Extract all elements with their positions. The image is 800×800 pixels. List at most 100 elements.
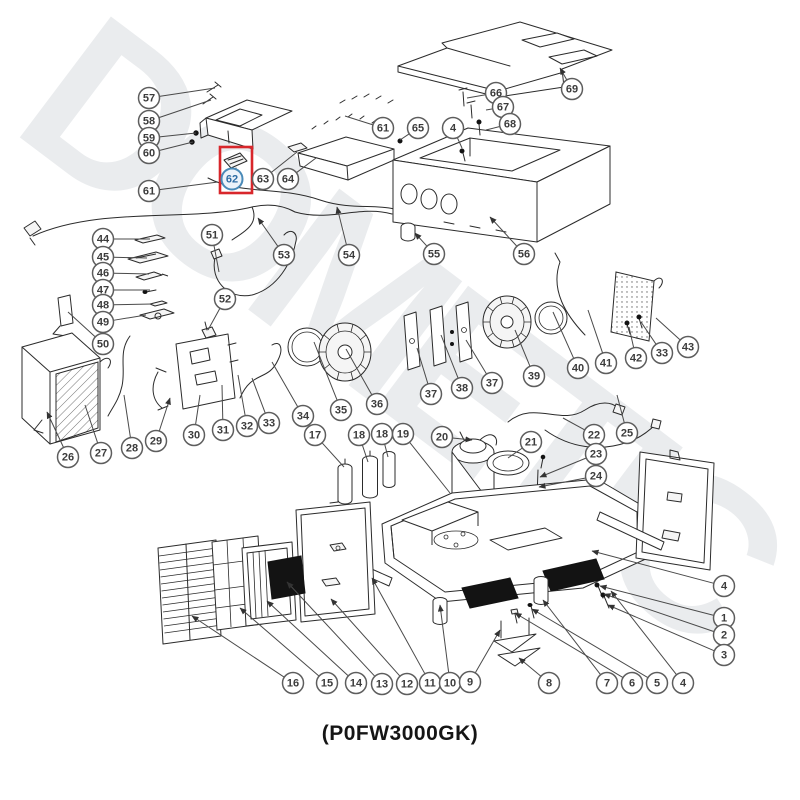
callout-22[interactable]: 22 [562, 417, 606, 447]
callout-4[interactable]: 4 [591, 549, 736, 598]
callout-bubble[interactable] [281, 671, 305, 695]
callout-bubble[interactable] [56, 445, 80, 469]
callout-4[interactable]: 4 [441, 116, 465, 149]
callout-bubble[interactable] [615, 421, 639, 445]
callout-37[interactable]: 37 [465, 339, 504, 395]
callout-bubble[interactable] [620, 671, 644, 695]
callout-31[interactable]: 31 [211, 384, 235, 442]
callout-50[interactable]: 50 [67, 311, 115, 356]
callout-bubble[interactable] [441, 116, 465, 140]
callout-27[interactable]: 27 [84, 404, 113, 465]
callout-45[interactable]: 45 [91, 245, 148, 269]
callout-48[interactable]: 48 [91, 293, 153, 317]
callout-bubble[interactable] [645, 671, 669, 695]
callout-62[interactable]: 62 [220, 166, 244, 191]
callout-24[interactable]: 24 [538, 464, 608, 489]
callout-bubble[interactable] [137, 86, 161, 110]
callout-bubble[interactable] [712, 574, 736, 598]
callout-60[interactable]: 60 [137, 141, 194, 165]
callout-bubble[interactable] [137, 179, 161, 203]
callout-bubble[interactable] [137, 141, 161, 165]
callout-bubble[interactable] [91, 332, 115, 356]
callout-11[interactable]: 11 [371, 577, 442, 695]
callout-35[interactable]: 35 [313, 341, 353, 422]
callout-40[interactable]: 40 [552, 311, 590, 380]
callout-9[interactable]: 9 [458, 629, 501, 694]
callout-bubble[interactable] [406, 116, 430, 140]
callout-bubble[interactable] [329, 398, 353, 422]
callout-bubble[interactable] [391, 422, 415, 446]
callout-bubble[interactable] [676, 335, 700, 359]
callout-bubble[interactable] [522, 364, 546, 388]
callout-bubble[interactable] [594, 351, 618, 375]
callout-bubble[interactable] [120, 436, 144, 460]
callout-bubble[interactable] [395, 672, 419, 696]
callout-34[interactable]: 34 [271, 361, 315, 428]
callout-39[interactable]: 39 [514, 329, 546, 388]
callout-41[interactable]: 41 [587, 309, 618, 375]
callout-bubble[interactable] [220, 167, 244, 191]
callout-bubble[interactable] [257, 411, 281, 435]
callout-36[interactable]: 36 [345, 348, 389, 416]
callout-69[interactable]: 69 [559, 67, 584, 101]
callout-bubble[interactable] [337, 243, 361, 267]
callout-1[interactable]: 1 [599, 584, 736, 630]
callout-bubble[interactable] [671, 671, 695, 695]
callout-bubble[interactable] [272, 243, 296, 267]
callout-bubble[interactable] [211, 418, 235, 442]
callout-bubble[interactable] [422, 242, 446, 266]
callout-29[interactable]: 29 [144, 397, 171, 453]
callout-52[interactable]: 52 [207, 287, 237, 331]
callout-21[interactable]: 21 [507, 430, 543, 459]
callout-bubble[interactable] [430, 425, 454, 449]
callout-bubble[interactable] [365, 392, 389, 416]
callout-bubble[interactable] [498, 112, 522, 136]
callout-53[interactable]: 53 [257, 217, 296, 267]
callout-bubble[interactable] [566, 356, 590, 380]
callout-bubble[interactable] [419, 382, 443, 406]
callout-64[interactable]: 64 [276, 157, 317, 191]
callout-bubble[interactable] [200, 223, 224, 247]
callout-59[interactable]: 59 [137, 126, 197, 150]
callout-63[interactable]: 63 [251, 151, 298, 191]
callout-bubble[interactable] [480, 371, 504, 395]
callout-13[interactable]: 13 [286, 581, 394, 696]
callout-14[interactable]: 14 [266, 600, 368, 695]
callout-bubble[interactable] [303, 423, 327, 447]
callout-57[interactable]: 57 [137, 86, 216, 110]
callout-56[interactable]: 56 [489, 216, 536, 266]
callout-2[interactable]: 2 [603, 593, 736, 647]
callout-8[interactable]: 8 [518, 657, 561, 695]
callout-58[interactable]: 58 [137, 99, 212, 133]
callout-5[interactable]: 5 [531, 608, 669, 695]
callout-bubble[interactable] [370, 672, 394, 696]
callout-bubble[interactable] [458, 670, 482, 694]
callout-17[interactable]: 17 [303, 423, 345, 468]
callout-bubble[interactable] [650, 341, 674, 365]
callout-bubble[interactable] [519, 430, 543, 454]
callout-46[interactable]: 46 [91, 261, 150, 285]
callout-bubble[interactable] [235, 414, 259, 438]
callout-bubble[interactable] [560, 77, 584, 101]
callout-61[interactable]: 61 [344, 115, 395, 140]
callout-bubble[interactable] [584, 442, 608, 466]
callout-bubble[interactable] [89, 441, 113, 465]
callout-bubble[interactable] [624, 346, 648, 370]
callout-30[interactable]: 30 [182, 394, 206, 447]
callout-bubble[interactable] [291, 404, 315, 428]
callout-bubble[interactable] [712, 643, 736, 667]
callout-bubble[interactable] [347, 423, 371, 447]
callout-bubble[interactable] [584, 464, 608, 488]
callout-bubble[interactable] [371, 116, 395, 140]
callout-12[interactable]: 12 [330, 598, 419, 696]
callout-33[interactable]: 33 [251, 377, 281, 435]
callout-bubble[interactable] [315, 671, 339, 695]
callout-65[interactable]: 65 [399, 116, 430, 141]
callout-bubble[interactable] [276, 167, 300, 191]
callout-42[interactable]: 42 [624, 326, 648, 370]
callout-32[interactable]: 32 [235, 374, 259, 438]
callout-bubble[interactable] [450, 376, 474, 400]
callout-bubble[interactable] [344, 671, 368, 695]
callout-54[interactable]: 54 [335, 206, 361, 267]
callout-15[interactable]: 15 [239, 607, 339, 695]
